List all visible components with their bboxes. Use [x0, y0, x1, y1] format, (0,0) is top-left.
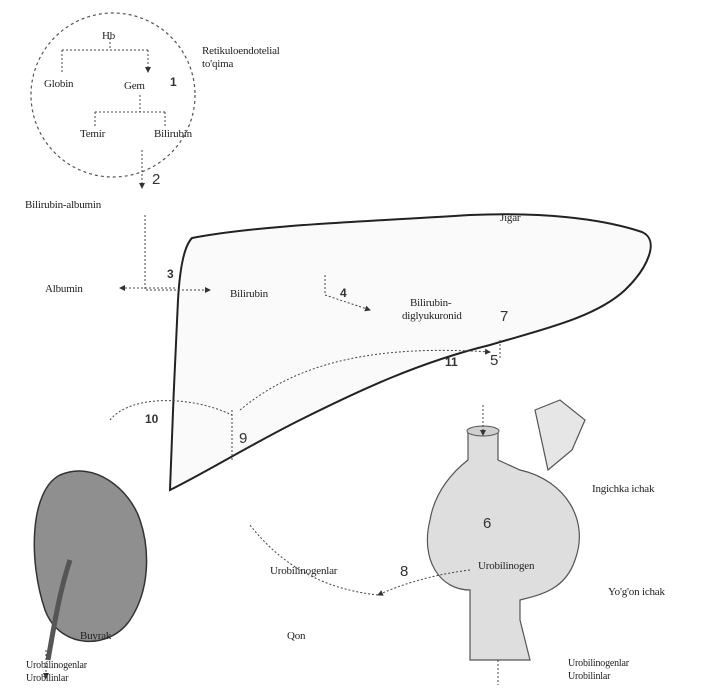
bilirubin-liver-label: Bilirubin	[230, 288, 268, 300]
globin-label: Globin	[44, 78, 73, 90]
step-8: 8	[400, 563, 408, 580]
qon-label: Qon	[287, 630, 305, 642]
res-title-line1: Retikuloendotelial	[202, 45, 280, 57]
bilirubin-diglucuronide-line1: Bilirubin-	[410, 297, 451, 309]
urobilinlar-feces-label: Urobilinlar	[568, 671, 610, 683]
yogon-ichak-label: Yo'g'on ichak	[608, 586, 665, 598]
step-2: 2	[152, 171, 160, 188]
bilirubin-albumin-label: Bilirubin-albumin	[25, 199, 101, 211]
res-title-line2: to'qima	[202, 58, 233, 70]
intestine-shape	[427, 400, 585, 660]
liver-shape	[170, 214, 651, 490]
jigar-label: Jigar	[500, 212, 520, 224]
urobilinlar-urine-label: Urobilinlar	[26, 673, 68, 685]
step-1: 1	[170, 75, 177, 89]
gem-label: Gem	[124, 80, 145, 92]
urobilinogenlar-blood-label: Urobilinogenlar	[270, 565, 337, 577]
step-4: 4	[340, 286, 347, 300]
step-7: 7	[500, 308, 508, 325]
buyrak-label: Buyrak	[80, 630, 111, 642]
step-10: 10	[145, 412, 158, 426]
urobilinogenlar-feces-label: Urobilinogenlar	[568, 658, 629, 670]
urobilinogenlar-urine-label: Urobilinogenlar	[26, 660, 87, 672]
bilirubin-res-label: Bilirubin	[154, 128, 192, 140]
step-3: 3	[167, 267, 174, 281]
step-6: 6	[483, 515, 491, 532]
urobilinogen-label: Urobilinogen	[478, 560, 534, 572]
step-5: 5	[490, 352, 498, 369]
ingichka-ichak-label: Ingichka ichak	[592, 483, 654, 495]
step-11: 11	[445, 355, 458, 369]
albumin-label: Albumin	[45, 283, 83, 295]
step-9: 9	[239, 430, 247, 447]
hb-label: Hb	[102, 30, 115, 42]
bilirubin-diglucuronide-line2: diglyukuronid	[402, 310, 462, 322]
hb-breakdown-lines	[62, 38, 165, 128]
temir-label: Temir	[80, 128, 105, 140]
